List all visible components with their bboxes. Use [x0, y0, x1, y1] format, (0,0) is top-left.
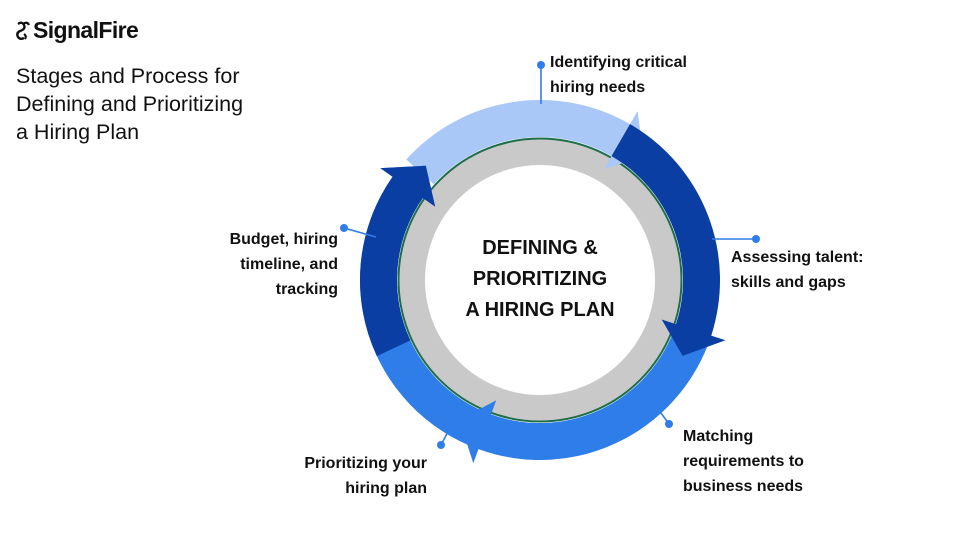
cycle-arrow-prioritizing — [359, 165, 436, 357]
title-line-2: Defining and Prioritizing — [16, 92, 244, 116]
title-line-1: Stages and Process for — [16, 64, 240, 88]
title-line-3: a Hiring Plan — [16, 120, 140, 144]
cycle-arrow-assessing — [611, 124, 726, 356]
cycle-arrow-identifying — [406, 100, 644, 185]
connector-prioritizing-dot — [437, 441, 445, 449]
stage-label-identifying: Identifying critical hiring needs — [550, 50, 687, 100]
connector-budget — [343, 227, 377, 238]
signalfire-logo: SignalFire — [16, 17, 139, 43]
inner-ring — [399, 139, 681, 421]
stage-line: hiring needs — [550, 79, 646, 96]
center-line-3: A HIRING PLAN — [465, 299, 615, 321]
stage-line: requirements to — [683, 453, 804, 470]
connector-assessing-dot — [752, 235, 760, 243]
center-label: DEFINING & PRIORITIZING A HIRING PLAN — [440, 233, 640, 326]
stage-line: Budget, hiring — [229, 231, 338, 248]
brand-name: SignalFire — [33, 17, 139, 43]
signalfire-logo-icon — [16, 21, 30, 40]
connector-matching — [649, 397, 670, 425]
stage-line: Identifying critical — [550, 54, 687, 71]
stage-line: Assessing talent: — [731, 249, 864, 266]
stage-line: Prioritizing your — [304, 455, 427, 472]
inner-ring-outline — [397, 137, 683, 423]
stage-line: tracking — [275, 281, 338, 298]
center-line-1: DEFINING & — [482, 237, 598, 259]
page-title: Stages and Process for Defining and Prio… — [16, 62, 316, 146]
stage-label-matching: Matching requirements to business needs — [683, 424, 804, 499]
stage-line: timeline, and — [240, 256, 338, 273]
stage-line: Matching — [683, 428, 754, 445]
stage-label-assessing: Assessing talent: skills and gaps — [731, 245, 863, 295]
connector-matching-dot — [665, 420, 673, 428]
stage-line: skills and gaps — [731, 274, 846, 291]
stage-line: business needs — [683, 478, 804, 495]
connector-identifying-dot — [537, 61, 545, 69]
stage-label-prioritizing: Prioritizing your hiring plan — [260, 451, 427, 501]
center-disc — [426, 166, 654, 394]
connector-budget-dot — [340, 224, 348, 232]
cycle-arrow-matching — [459, 317, 714, 464]
stage-line: hiring plan — [345, 480, 427, 497]
center-line-2: PRIORITIZING — [472, 268, 608, 290]
stage-label-budget: Budget, hiring timeline, and tracking — [188, 227, 338, 302]
